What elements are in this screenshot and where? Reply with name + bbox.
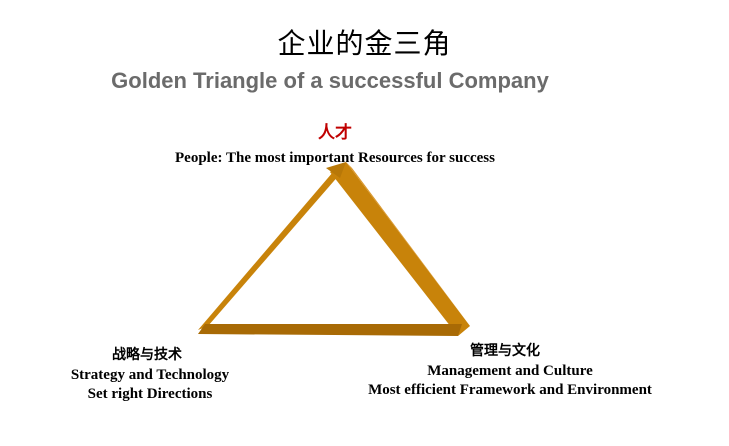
vertex-left-line-1: Strategy and Technology: [70, 367, 230, 383]
triangle-right-edge: [330, 162, 470, 336]
triangle-right-edge-highlight: [346, 162, 470, 326]
vertex-top-people: 人才 People: The most important Resources …: [120, 118, 550, 168]
vertex-left-strategy: 战略与技术 Strategy and Technology Set right …: [40, 344, 260, 404]
vertex-top-line-1: People: The most important Resources for…: [175, 150, 495, 166]
vertex-left-chinese: 战略与技术: [112, 347, 182, 363]
vertex-right-chinese: 管理与文化: [470, 343, 540, 359]
triangle-apex: [326, 162, 346, 178]
vertex-right-line-2: Most efficient Framework and Environment: [368, 382, 652, 398]
vertex-top-chinese: 人才: [318, 123, 352, 143]
vertex-right-line-1: Management and Culture: [427, 363, 593, 379]
triangle-bottom-edge: [198, 324, 462, 336]
vertex-right-management: 管理与文化 Management and Culture Most effici…: [330, 340, 690, 400]
triangle-left-edge: [198, 172, 340, 330]
page-title-english: Golden Triangle of a successful Company: [111, 68, 549, 93]
vertex-left-line-2: Set right Directions: [87, 386, 213, 402]
page-title-chinese: 企业的金三角: [277, 27, 452, 60]
